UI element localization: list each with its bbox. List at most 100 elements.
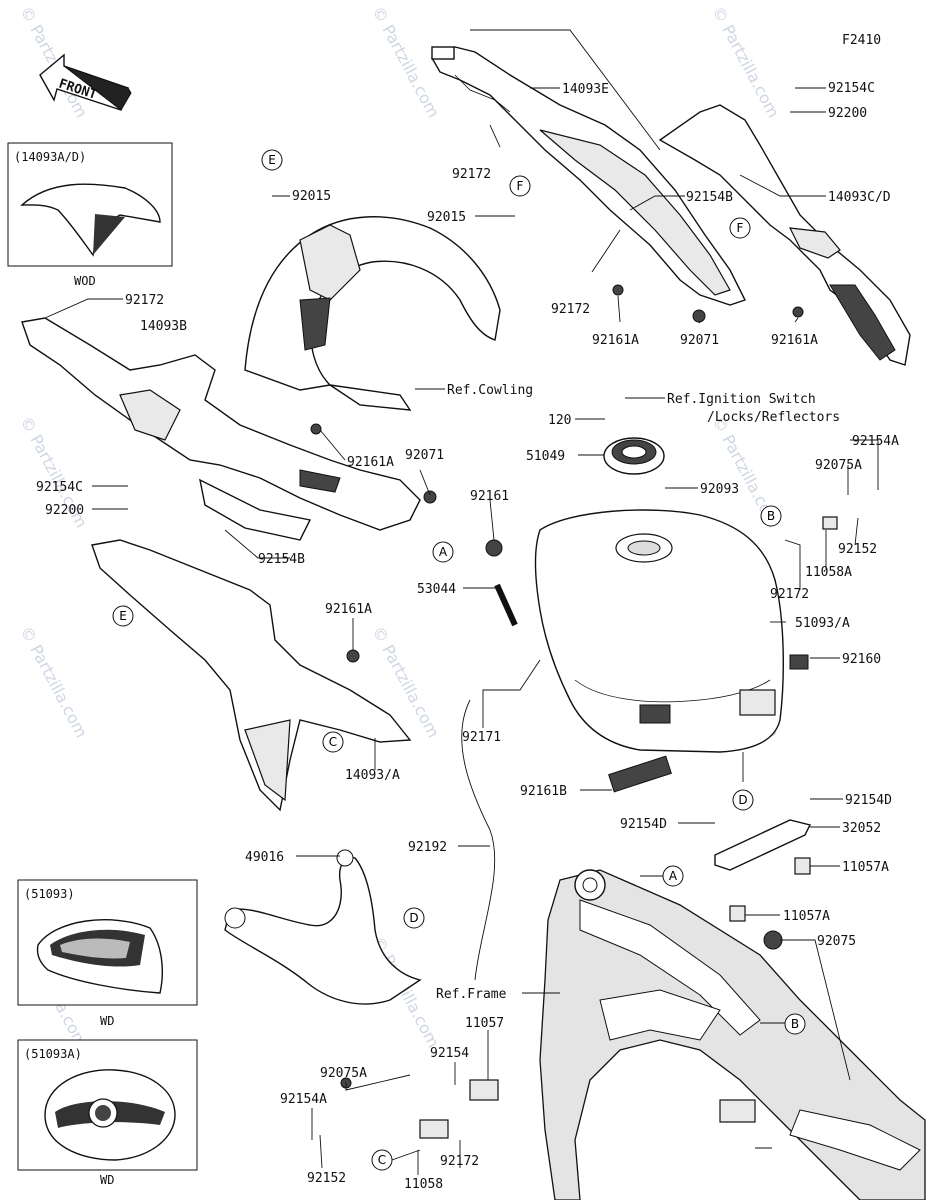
svg-text:E: E	[119, 609, 127, 623]
part-label: 11058A	[805, 565, 852, 580]
part-label: 14093/A	[345, 768, 400, 783]
part-label: 14093E	[562, 82, 609, 97]
part-label: 92160	[842, 652, 881, 667]
part-label: 92015	[292, 189, 331, 204]
part-label: 92200	[828, 106, 867, 121]
part-label: 11057A	[842, 860, 889, 875]
part-label: 92161A	[347, 455, 394, 470]
part-label: 11057	[465, 1016, 504, 1031]
inset-caption: WD	[100, 1014, 114, 1028]
svg-text:B: B	[791, 1017, 799, 1031]
part-label: 92075A	[320, 1066, 367, 1081]
callout-f: F	[509, 175, 531, 197]
svg-text:D: D	[409, 911, 418, 925]
part-label: 92071	[405, 448, 444, 463]
watermark: © Partzilla.com	[16, 3, 91, 121]
callout-a: A	[662, 865, 684, 887]
part-label: 51093/A	[795, 616, 850, 631]
svg-text:D: D	[738, 793, 747, 807]
callout-c: C	[371, 1149, 393, 1171]
callout-c: C	[322, 731, 344, 753]
part-label: 92093	[700, 482, 739, 497]
callout-b: B	[760, 505, 782, 527]
part-label: 92154A	[280, 1092, 327, 1107]
part-label: 92172	[452, 167, 491, 182]
callout-a: A	[432, 541, 454, 563]
inset-51093: (51093) WD	[17, 879, 198, 1028]
figure-code: F2410	[842, 33, 881, 48]
part-label: 92154	[430, 1046, 469, 1061]
part-label: 92172	[770, 587, 809, 602]
part-label: 92161A	[592, 333, 639, 348]
watermark: © Partzilla.com	[16, 623, 91, 741]
part-label: 92154B	[686, 190, 733, 205]
callout-b: B	[784, 1013, 806, 1035]
hose-92192-drawing	[461, 699, 496, 981]
part-label: 92172	[125, 293, 164, 308]
part-label: 92161B	[520, 784, 567, 799]
inset-title: (51093A)	[24, 1047, 82, 1061]
part-label: 92171	[462, 730, 501, 745]
part-label: 51049	[526, 449, 565, 464]
svg-text:F: F	[517, 179, 524, 193]
svg-text:A: A	[439, 545, 448, 559]
svg-text:E: E	[268, 153, 276, 167]
callout-e: E	[261, 149, 283, 171]
part-label: 92154A	[852, 434, 899, 449]
small-parts-drawing	[310, 284, 838, 1139]
fuel-tank-drawing	[534, 509, 784, 753]
part-label: 92152	[838, 542, 877, 557]
part-label: 32052	[842, 821, 881, 836]
part-label: 92015	[427, 210, 466, 225]
cowling-drawing	[244, 216, 501, 411]
cover-14093B-drawing	[21, 317, 421, 541]
part-label: 92161	[470, 489, 509, 504]
part-label: 11057A	[783, 909, 830, 924]
ref-label: Ref.Ignition Switch	[667, 392, 816, 407]
svg-text:C: C	[378, 1153, 386, 1167]
inset-caption: WOD	[74, 274, 96, 288]
ref-label: Ref.Frame	[436, 987, 507, 1002]
svg-text:A: A	[669, 869, 678, 883]
leader-lines	[44, 29, 879, 1175]
part-label: 92075	[817, 934, 856, 949]
svg-text:F: F	[737, 221, 744, 235]
part-label: 92192	[408, 840, 447, 855]
part-label: 14093C/D	[828, 190, 891, 205]
callout-f: F	[729, 217, 751, 239]
part-label: 92161A	[771, 333, 818, 348]
part-label: 92071	[680, 333, 719, 348]
part-label: 53044	[417, 582, 456, 597]
part-label: 14093B	[140, 319, 187, 334]
bracket-49016-drawing	[224, 849, 422, 1005]
callout-d: D	[732, 789, 754, 811]
frame-drawing	[539, 869, 926, 1200]
svg-text:B: B	[767, 509, 775, 523]
svg-text:C: C	[329, 735, 337, 749]
part-label: 49016	[245, 850, 284, 865]
ref-label: /Locks/Reflectors	[707, 410, 840, 425]
callout-d: D	[403, 907, 425, 929]
part-label: 92154B	[258, 552, 305, 567]
part-label: 120	[548, 413, 571, 428]
inset-title: (51093)	[24, 887, 75, 901]
part-label: 92154C	[828, 81, 875, 96]
watermark: © Partzilla.com	[368, 3, 443, 121]
part-label: 92161A	[325, 602, 372, 617]
cover-14093CD-drawing	[658, 104, 911, 366]
part-label: 92154C	[36, 480, 83, 495]
part-label: 92172	[551, 302, 590, 317]
cover-14093A-drawing	[91, 539, 412, 812]
watermark: © Partzilla.com	[708, 3, 783, 121]
part-labels: 14093E 92154C 92200 14093C/D 92172 92015…	[36, 81, 899, 1192]
bracket-32052-drawing	[714, 819, 812, 871]
part-label: 11058	[404, 1177, 443, 1192]
pad-92161B-drawing	[608, 755, 672, 793]
callouts: E F F E A B C D D A B C	[112, 149, 806, 1171]
part-label: 92172	[440, 1154, 479, 1169]
part-label: 92152	[307, 1171, 346, 1186]
part-label: 92200	[45, 503, 84, 518]
part-label: 92154D	[620, 817, 667, 832]
inset-51093A: (51093A) WD	[17, 1039, 198, 1187]
